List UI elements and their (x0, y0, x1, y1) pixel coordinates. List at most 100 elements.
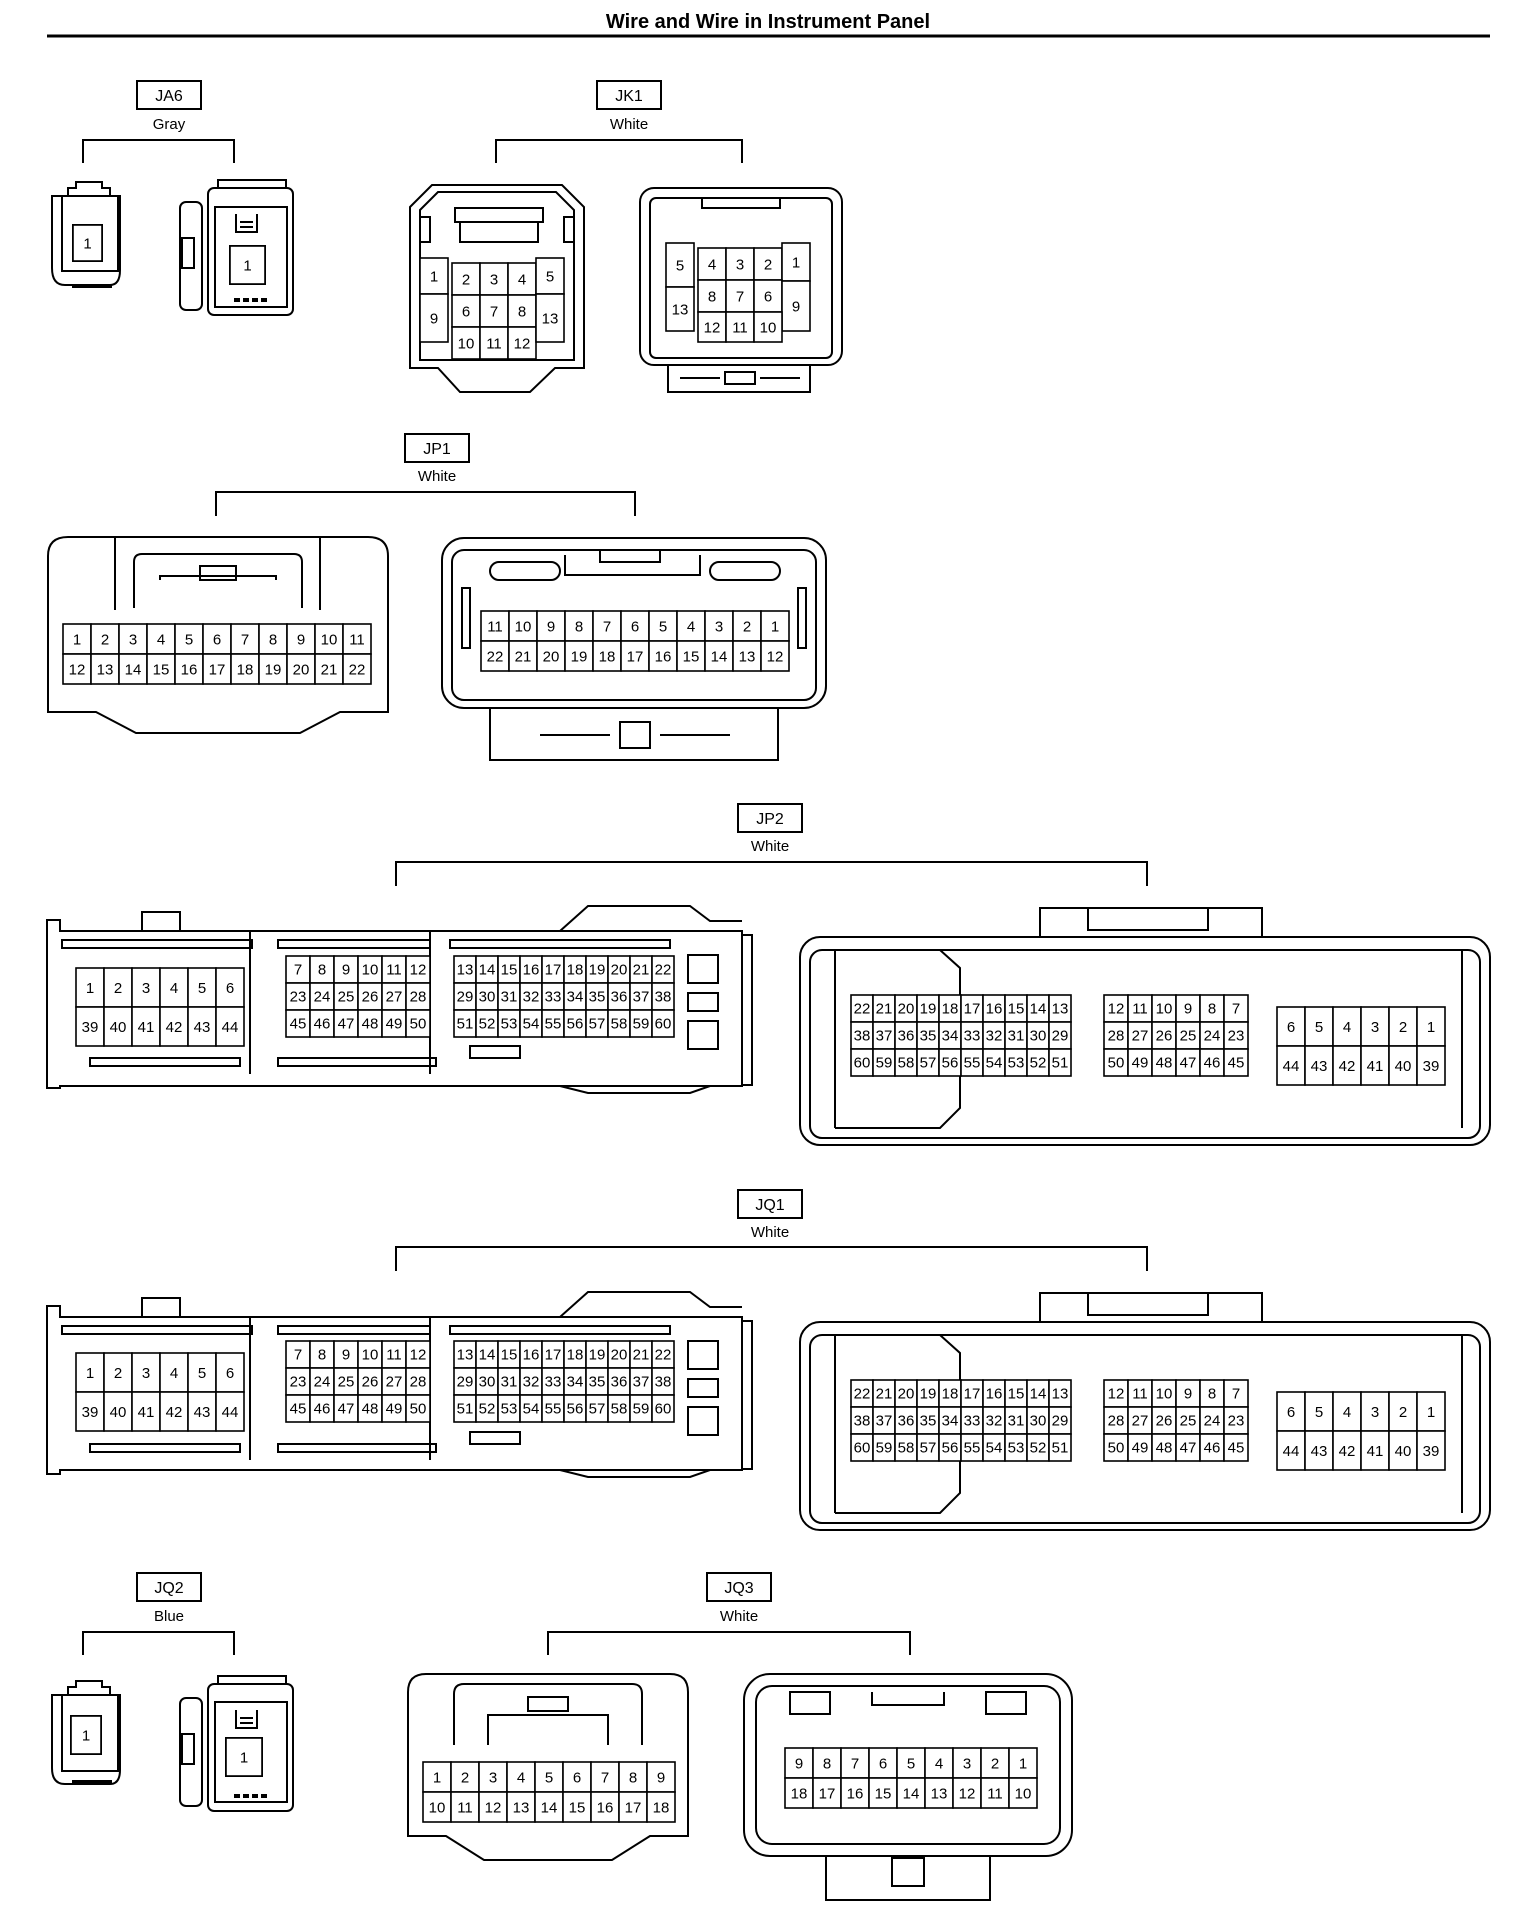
jp1-male-pin-11-label: 11 (487, 618, 503, 635)
jp2-male-a-pin-31-label: 31 (1008, 1027, 1025, 1044)
jq1-male-c-pin-41-label: 41 (1367, 1443, 1384, 1460)
jq3-female-pin-4: 4 (506, 1761, 536, 1793)
jq1-male-b-pin-47: 47 (1175, 1433, 1201, 1462)
jp2-male-a-pin-19: 19 (916, 994, 940, 1023)
jp2-female-c-pin-55-label: 55 (545, 1015, 562, 1032)
jp2-male-c-pin-3-label: 3 (1371, 1019, 1379, 1036)
jq1-male-a-pin-55-label: 55 (964, 1439, 981, 1456)
jq1-female-c-pin-60-label: 60 (655, 1400, 672, 1417)
jp1-female-pin-2-label: 2 (101, 631, 109, 648)
jq1-female-c-pin-14: 14 (475, 1340, 499, 1369)
jq1-female-c-pin-59: 59 (629, 1394, 653, 1423)
jp2-female-c-pin-21: 21 (629, 955, 653, 984)
jq2-male-pin-1: 1 (225, 1737, 263, 1777)
jp2-female-b-pin-11: 11 (381, 955, 407, 984)
jq1-female-c-pin-57: 57 (585, 1394, 609, 1423)
jq1-female-a-pin-3: 3 (131, 1352, 161, 1393)
jp2-female-c-pin-13: 13 (453, 955, 477, 984)
jq3-female-pin-9-label: 9 (657, 1769, 665, 1786)
jp2-male-a-pin-17: 17 (960, 994, 984, 1023)
jp1-male-pin-15-label: 15 (683, 648, 700, 665)
jp2-male-a-pin-20-label: 20 (898, 1000, 915, 1017)
jp2-male-b-pin-26-label: 26 (1156, 1027, 1173, 1044)
jq3-male-pin-16-label: 16 (847, 1785, 864, 1802)
jq1-female-b-pin-48-label: 48 (362, 1400, 379, 1417)
jp2-female-a-pin-44: 44 (215, 1006, 245, 1047)
jq1-female-a-pin-3-label: 3 (142, 1365, 150, 1382)
jk1-male-pin-4-label: 4 (708, 256, 716, 273)
jq3-male-pin-11-label: 11 (987, 1785, 1003, 1802)
jp2-female-c-pin-59: 59 (629, 1009, 653, 1038)
jq1-female-c-pin-30-label: 30 (479, 1373, 496, 1390)
jp2-male-c-pin-3: 3 (1360, 1006, 1390, 1047)
jq1-male-c-pin-43: 43 (1304, 1430, 1334, 1471)
jq1-male-c-pin-1-label: 1 (1427, 1404, 1435, 1421)
jq3-male-pin-15: 15 (868, 1777, 898, 1809)
jk1-male-pin-2-label: 2 (764, 256, 772, 273)
jq3-female-pin-3: 3 (478, 1761, 508, 1793)
jq3-male-pin-2-label: 2 (991, 1755, 999, 1772)
jp2-female-c-pin-31: 31 (497, 982, 521, 1011)
jq1-male-b-pin-46: 46 (1199, 1433, 1225, 1462)
jq1-male-a-pin-16-label: 16 (986, 1385, 1003, 1402)
jp1-male-pin-8: 8 (564, 610, 594, 642)
jq1-female-c-pin-34: 34 (563, 1367, 587, 1396)
jp2-female-c-pin-51: 51 (453, 1009, 477, 1038)
jq1-female-c-pin-35-label: 35 (589, 1373, 606, 1390)
jq1-female-b-pin-8: 8 (309, 1340, 335, 1369)
jq3-female-pin-13-label: 13 (513, 1799, 530, 1816)
jq1-female-c-pin-20: 20 (607, 1340, 631, 1369)
jq1-male-a-pin-51-label: 51 (1052, 1439, 1069, 1456)
jq1-male-a-pin-15: 15 (1004, 1379, 1028, 1408)
jp2-male-b-pin-47: 47 (1175, 1048, 1201, 1077)
jq3-male-pin-17-label: 17 (819, 1785, 836, 1802)
connector-jp2-male (799, 907, 1491, 1146)
jp2-female-c-pin-18: 18 (563, 955, 587, 984)
jk1-male-pin-10: 10 (753, 311, 783, 343)
jq1-female-c-pin-18-label: 18 (567, 1346, 584, 1363)
jp1-female-pin-20: 20 (286, 653, 316, 685)
jq1-female-c-pin-19: 19 (585, 1340, 609, 1369)
jp2-male-a-pin-54-label: 54 (986, 1054, 1003, 1071)
jq1-male-b-pin-7: 7 (1223, 1379, 1249, 1408)
jp2-male-b-pin-7: 7 (1223, 994, 1249, 1023)
jp2-female-b-pin-26-label: 26 (362, 988, 379, 1005)
jp1-female-pin-21: 21 (314, 653, 344, 685)
jp2-male-c-pin-5-label: 5 (1315, 1019, 1323, 1036)
jk1-female-pin-4: 4 (507, 262, 537, 296)
connector-jq2-male (179, 1675, 294, 1812)
jq3-male-pin-18-label: 18 (791, 1785, 808, 1802)
jq3-female-pin-1: 1 (422, 1761, 452, 1793)
jq1-male-b-pin-27-label: 27 (1132, 1412, 1149, 1429)
jq1-male-a-pin-56: 56 (938, 1433, 962, 1462)
jk1-male-pin-12: 12 (697, 311, 727, 343)
jp2-male-a-pin-14-label: 14 (1030, 1000, 1047, 1017)
jk1-female-pin-7: 7 (479, 294, 509, 328)
jp1-female-pin-16-label: 16 (181, 661, 198, 678)
jp2-female-b-pin-49-label: 49 (386, 1015, 403, 1032)
jp2-male-b-pin-8: 8 (1199, 994, 1225, 1023)
jq1-female-c-pin-55-label: 55 (545, 1400, 562, 1417)
jp2-male-b-pin-9-label: 9 (1184, 1000, 1192, 1017)
jq1-male-b-pin-47-label: 47 (1180, 1439, 1197, 1456)
jq1-female-c-pin-38-label: 38 (655, 1373, 672, 1390)
jp1-male-pin-7-label: 7 (603, 618, 611, 635)
jk1-male-pin-5: 5 (665, 242, 695, 288)
jp2-male-c-pin-41: 41 (1360, 1045, 1390, 1086)
jq1-female-c-pin-13: 13 (453, 1340, 477, 1369)
jq1-male-a-pin-18: 18 (938, 1379, 962, 1408)
jq1-male-b-pin-10: 10 (1151, 1379, 1177, 1408)
jp2-female-c-pin-34: 34 (563, 982, 587, 1011)
ja6-female-pin-1: 1 (72, 224, 103, 262)
jk1-female-pin-1: 1 (419, 257, 449, 295)
jp2-female-a-pin-1-label: 1 (86, 980, 94, 997)
jp2-female-c-pin-56: 56 (563, 1009, 587, 1038)
jp1-male-pin-13-label: 13 (739, 648, 756, 665)
jq1-male-a-pin-36: 36 (894, 1406, 918, 1435)
jq1-male-c-pin-40: 40 (1388, 1430, 1418, 1471)
jp2-female-c-pin-17: 17 (541, 955, 565, 984)
jp1-female-pin-18-label: 18 (237, 661, 254, 678)
jp1-female-pin-11: 11 (342, 623, 372, 655)
jp1-male-pin-6: 6 (620, 610, 650, 642)
